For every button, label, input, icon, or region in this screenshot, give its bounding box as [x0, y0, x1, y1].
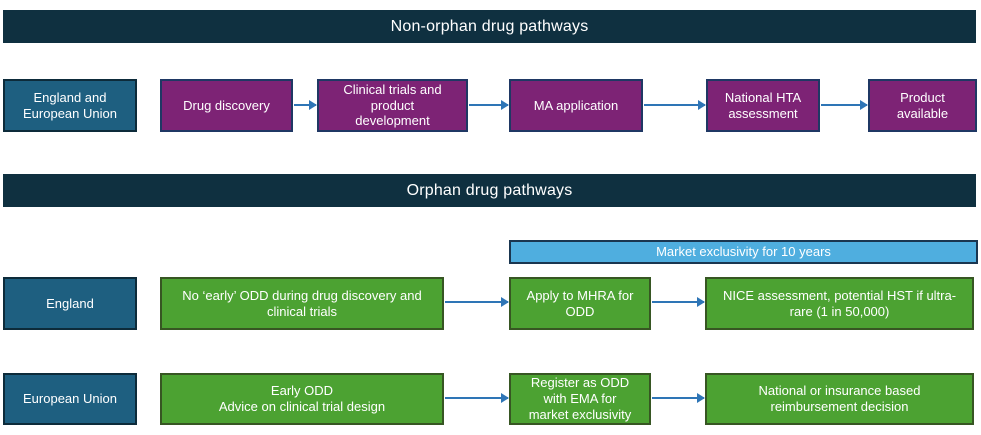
step-early-odd: Early ODD Advice on clinical trial desig…	[160, 373, 444, 425]
step-drug-discovery: Drug discovery	[160, 79, 293, 132]
region-label-england: England	[3, 277, 137, 330]
flow-arrow	[652, 393, 705, 403]
flow-arrow	[821, 100, 868, 110]
region-label-european-union: European Union	[3, 373, 137, 425]
flow-arrow	[644, 100, 706, 110]
flow-arrow	[445, 297, 509, 307]
step-national-hta: National HTA assessment	[706, 79, 820, 132]
region-label-england-eu: England and European Union	[3, 79, 137, 132]
step-register-odd-ema: Register as ODD with EMA for market excl…	[509, 373, 651, 425]
section-header-non-orphan: Non-orphan drug pathways	[3, 10, 976, 43]
step-apply-mhra-odd: Apply to MHRA for ODD	[509, 277, 651, 330]
step-nice-assessment: NICE assessment, potential HST if ultra-…	[705, 277, 974, 330]
flow-arrow	[445, 393, 509, 403]
flow-arrow	[469, 100, 509, 110]
step-no-early-odd: No ‘early’ ODD during drug discovery and…	[160, 277, 444, 330]
step-clinical-trials: Clinical trials and product development	[317, 79, 468, 132]
section-header-orphan: Orphan drug pathways	[3, 174, 976, 207]
step-ma-application: MA application	[509, 79, 643, 132]
flow-arrow	[294, 100, 317, 110]
step-national-insurance-reimbursement: National or insurance based reimbursemen…	[705, 373, 974, 425]
market-exclusivity-banner: Market exclusivity for 10 years	[509, 240, 978, 264]
flow-arrow	[652, 297, 705, 307]
step-product-available: Product available	[868, 79, 977, 132]
